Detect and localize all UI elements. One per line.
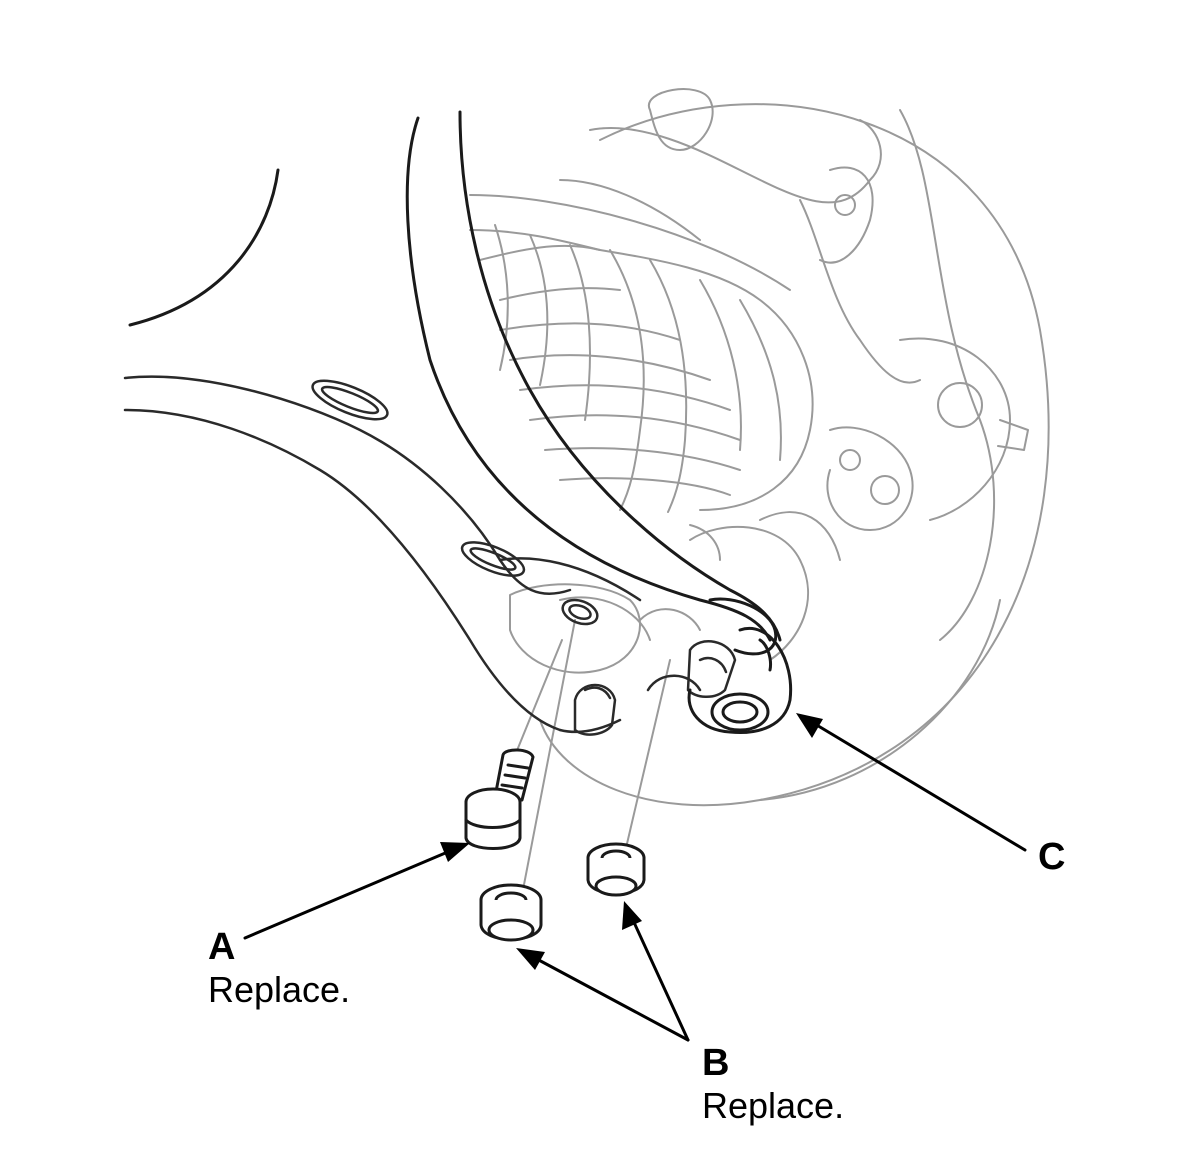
- callout-b-note: Replace.: [702, 1085, 845, 1126]
- leader-arrow-b-left: [516, 948, 690, 1042]
- nut-b-right: [586, 842, 646, 897]
- callout-a-letter: A: [208, 926, 236, 968]
- leader-arrow-b-right: [622, 901, 690, 1042]
- lower-control-arm: [123, 375, 737, 736]
- steering-knuckle: [504, 88, 1050, 896]
- arm-slot-lower: [460, 541, 526, 577]
- driveshaft-boot: [469, 194, 814, 561]
- callout-c-letter: C: [1038, 836, 1066, 878]
- leader-lines: [243, 713, 1027, 1042]
- bolt-a: [464, 748, 535, 850]
- upper-link: [128, 110, 782, 656]
- arm-slot-upper: [311, 379, 389, 421]
- leader-arrow-c: [796, 713, 1027, 852]
- callout-b-letter: B: [702, 1042, 730, 1084]
- callout-a-note: Replace.: [208, 969, 351, 1010]
- ball-joint: [687, 626, 793, 735]
- leader-arrow-a: [243, 842, 470, 940]
- nut-b-left: [479, 883, 543, 942]
